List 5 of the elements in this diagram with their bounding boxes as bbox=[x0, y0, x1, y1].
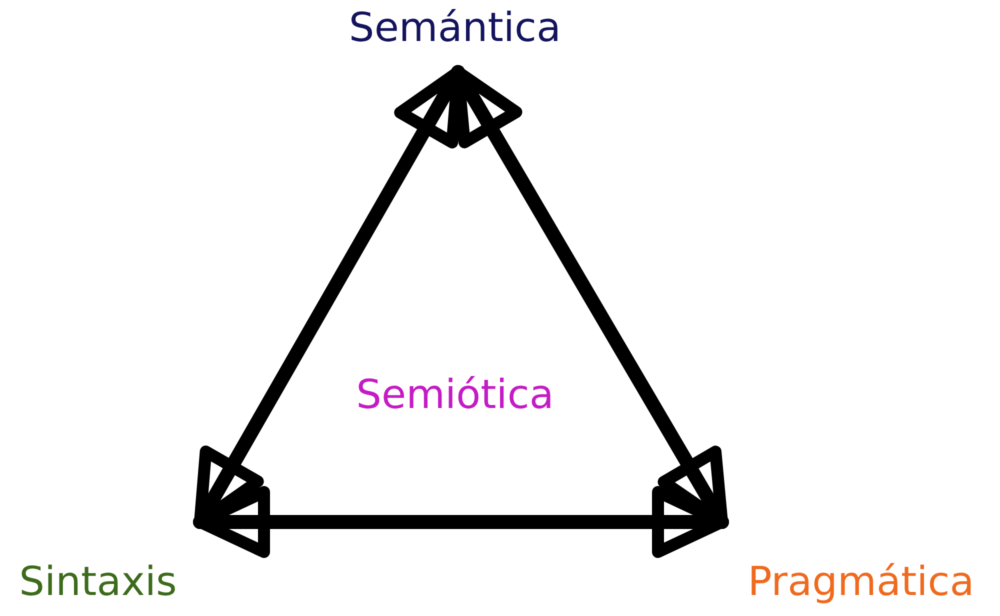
node-label: Pragmática bbox=[748, 562, 974, 602]
double-arrow bbox=[193, 486, 729, 558]
node-label: Semiótica bbox=[356, 375, 554, 415]
node-label: Sintaxis bbox=[19, 562, 177, 602]
node-label: Semántica bbox=[348, 8, 562, 48]
